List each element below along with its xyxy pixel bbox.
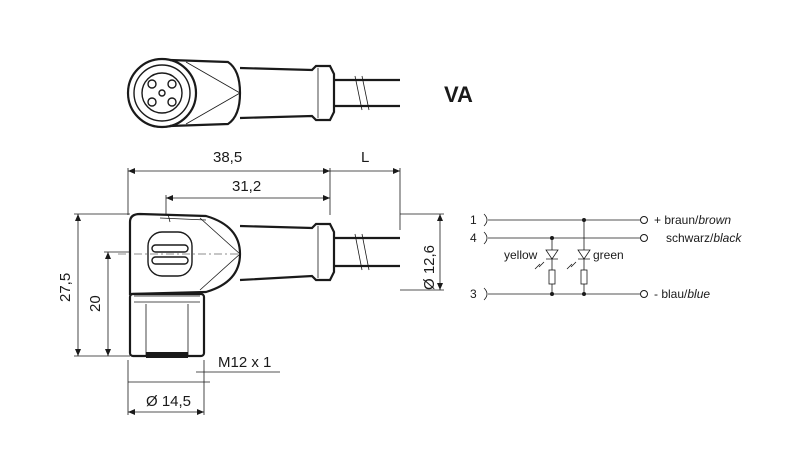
pin-4 [167, 97, 177, 107]
wire-4-end [640, 234, 648, 242]
dim-height-total: 27,5 [57, 273, 74, 302]
coupling-nut [128, 292, 206, 358]
pin-number-3: 3 [470, 287, 477, 301]
yellow-resistor [548, 269, 556, 285]
wire-3-end [640, 290, 648, 298]
strain-relief-top [239, 64, 336, 122]
side-view [118, 212, 400, 358]
dim-body-length: 31,2 [232, 178, 261, 195]
housing-edge-2 [199, 253, 241, 291]
led-label-yellow: yellow [504, 248, 538, 262]
connector-face-inner [141, 72, 183, 114]
strain-relief-side [239, 222, 336, 282]
cable-break-1 [354, 75, 363, 111]
wiring-schematic: 1 + braun/brown 4 schwarz/black 3 - blau… [470, 213, 742, 301]
wire-1-end [640, 216, 648, 224]
pin-number-4: 4 [470, 231, 477, 245]
yellow-led-symbol [545, 249, 559, 260]
led-bar-1 [151, 244, 189, 253]
cable-break-side-2 [361, 233, 370, 271]
top-view [126, 57, 400, 129]
led-bar-2 [151, 256, 189, 265]
pin-4-terminal [483, 231, 488, 245]
dim-cable-diameter: Ø 12,6 [421, 245, 438, 290]
wire-3-label: - blau/blue [654, 287, 710, 301]
dim-nut-diameter: Ø 14,5 [146, 393, 191, 410]
housing-top-line [159, 217, 207, 221]
green-led-symbol [577, 249, 591, 260]
body-edge-2 [185, 92, 241, 125]
housing [128, 212, 242, 296]
cable-break-side-1 [354, 233, 363, 271]
pin-3 [147, 97, 157, 107]
led-label-green: green [593, 248, 624, 262]
connector-face-outer [126, 57, 198, 129]
dimension-lines [74, 168, 444, 415]
pin-3-terminal [483, 287, 488, 301]
green-led-rays [566, 261, 577, 270]
green-resistor [580, 269, 588, 285]
body-outline-top [169, 58, 242, 128]
dim-total-length: 38,5 [213, 149, 242, 166]
pin-1 [147, 79, 157, 89]
led-window [147, 231, 193, 277]
dim-cable-length: L [361, 149, 369, 166]
wire-4-label: schwarz/black [666, 231, 742, 245]
pin-2 [167, 79, 177, 89]
pin-number-1: 1 [470, 213, 477, 227]
junction-yellow-bottom [550, 292, 554, 296]
nut-knurl-top [134, 295, 200, 303]
wire-1-label: + braun/brown [654, 213, 731, 227]
dim-height-body: 20 [87, 295, 104, 312]
housing-edge-1 [199, 217, 241, 255]
dim-thread: M12 x 1 [218, 354, 271, 371]
yellow-led-rays [534, 261, 545, 270]
pin-center [158, 89, 166, 97]
cable-break-2 [361, 75, 370, 111]
pin-1-terminal [483, 213, 488, 227]
connector-face-ring [133, 64, 191, 122]
body-edge-1 [185, 61, 241, 94]
variant-title: VA [444, 82, 473, 107]
junction-green-bottom [582, 292, 586, 296]
nut-bottom-band [146, 352, 188, 358]
